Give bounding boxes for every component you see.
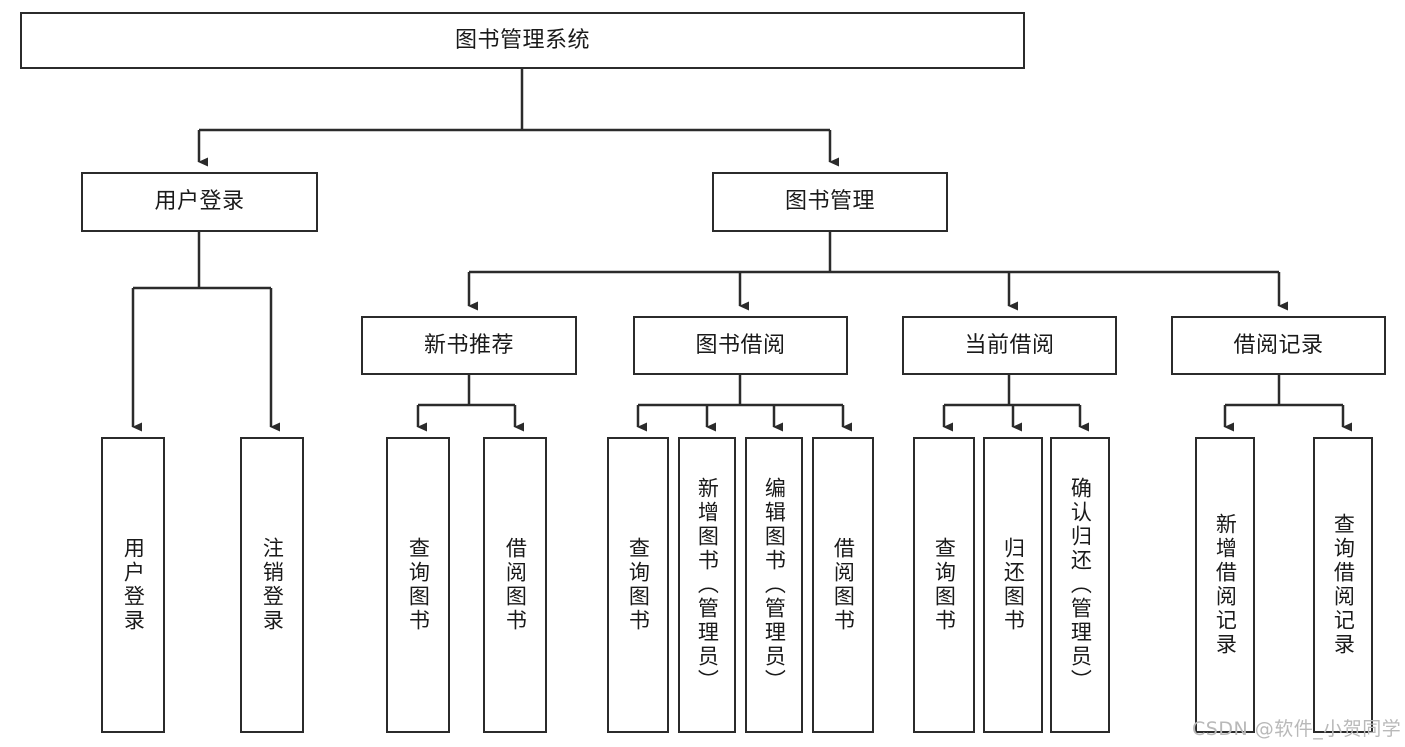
node-label: 查询借阅记录 — [1331, 513, 1356, 657]
node-user-login[interactable]: 用户登录 — [81, 172, 318, 232]
node-label: 编辑图书（管理员） — [762, 477, 787, 693]
node-borrow-records[interactable]: 借阅记录 — [1171, 316, 1386, 375]
node-leaf-user-login[interactable]: 用户登录 — [101, 437, 165, 733]
node-label: 查询图书 — [626, 537, 651, 633]
node-book-borrowing[interactable]: 图书借阅 — [633, 316, 848, 375]
node-label: 借阅记录 — [1233, 332, 1324, 358]
node-label: 用户登录 — [154, 189, 245, 215]
node-label: 借阅图书 — [503, 537, 528, 633]
node-label: 归还图书 — [1001, 537, 1026, 633]
node-leaf-borrow-book[interactable]: 借阅图书 — [812, 437, 874, 733]
node-leaf-edit-book-admin[interactable]: 编辑图书（管理员） — [745, 437, 803, 733]
edge-borrow-record-to-leaves — [1223, 375, 1352, 432]
node-label: 查询图书 — [406, 537, 431, 633]
node-leaf-query-book-borrow[interactable]: 查询图书 — [607, 437, 669, 733]
edge-book-borrow-to-leaves — [636, 375, 852, 432]
node-label: 注销登录 — [260, 537, 285, 633]
edge-user-login-to-leaves — [131, 232, 280, 432]
node-book-management[interactable]: 图书管理 — [712, 172, 948, 232]
node-leaf-logout[interactable]: 注销登录 — [240, 437, 304, 733]
node-label: 新书推荐 — [423, 332, 514, 358]
node-root-system[interactable]: 图书管理系统 — [20, 12, 1025, 69]
node-leaf-query-book-current[interactable]: 查询图书 — [913, 437, 975, 733]
node-new-book-recommendation[interactable]: 新书推荐 — [361, 316, 577, 375]
node-leaf-query-book-rec[interactable]: 查询图书 — [386, 437, 450, 733]
node-leaf-add-borrow-record[interactable]: 新增借阅记录 — [1195, 437, 1255, 733]
node-leaf-borrow-book-rec[interactable]: 借阅图书 — [483, 437, 547, 733]
node-label: 查询图书 — [932, 537, 957, 633]
node-leaf-confirm-return-admin[interactable]: 确认归还（管理员） — [1050, 437, 1110, 733]
node-leaf-add-book-admin[interactable]: 新增图书（管理员） — [678, 437, 736, 733]
node-label: 当前借阅 — [964, 332, 1055, 358]
node-label: 借阅图书 — [831, 537, 856, 633]
node-label: 新增图书（管理员） — [695, 477, 720, 693]
csdn-watermark: CSDN @软件_小贺同学 — [1192, 718, 1402, 740]
node-label: 用户登录 — [121, 537, 146, 633]
node-label: 图书管理 — [784, 189, 875, 215]
edge-book-manage-to-level3 — [467, 232, 1288, 311]
edge-new-book-rec-to-leaves — [416, 375, 524, 432]
edge-current-borrow-to-leaves — [942, 375, 1089, 432]
node-label: 确认归还（管理员） — [1068, 477, 1093, 693]
node-label: 图书借阅 — [695, 332, 786, 358]
node-label: 图书管理系统 — [454, 27, 590, 53]
node-current-borrowing[interactable]: 当前借阅 — [902, 316, 1117, 375]
node-leaf-query-borrow-record[interactable]: 查询借阅记录 — [1313, 437, 1373, 733]
node-label: 新增借阅记录 — [1213, 513, 1238, 657]
node-leaf-return-book[interactable]: 归还图书 — [983, 437, 1043, 733]
edge-root-to-level2 — [197, 69, 839, 167]
